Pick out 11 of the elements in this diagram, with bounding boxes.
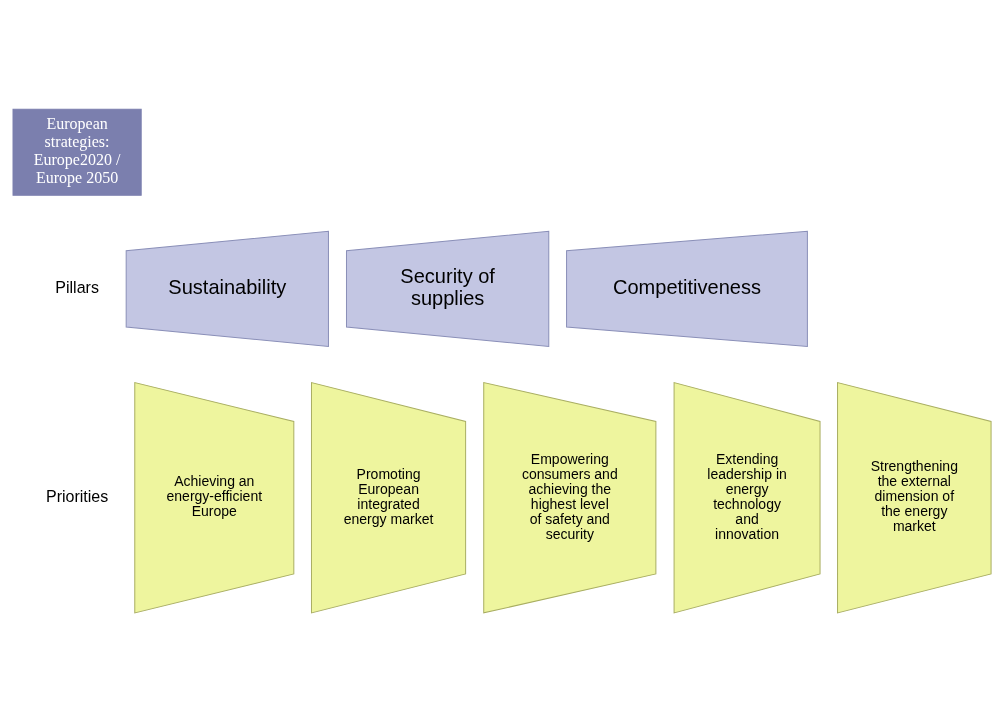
- node-box: Achieving an energy-efficient Europe: [133, 381, 294, 613]
- label: Pillars: [54, 277, 99, 296]
- label: Priorities: [45, 486, 108, 504]
- node-box: Promoting European integrated energy market: [310, 381, 466, 613]
- node-box: Sustainability: [125, 230, 329, 347]
- node-box: Competitiveness: [565, 230, 808, 347]
- node-box: Extending leadership in energy technology and innovation: [673, 381, 821, 613]
- node-box: European strategies: Europe2020 / Europe 2050: [12, 108, 142, 196]
- node-box: Empowering consumers and achieving the highest level of safety and security: [482, 381, 656, 613]
- node-box: Security of supplies: [345, 230, 549, 347]
- node-box: Strengthening the external dimension of the energy market: [836, 381, 992, 613]
